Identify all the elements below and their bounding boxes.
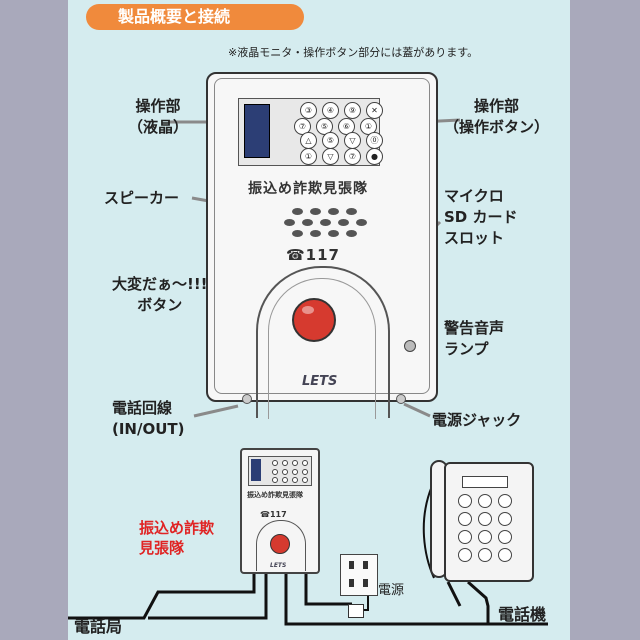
device-key: ③ bbox=[300, 102, 317, 119]
label-panic: 大変だぁ～!!! ボタン bbox=[112, 275, 208, 314]
small-arch bbox=[256, 520, 306, 571]
cable-phone bbox=[284, 574, 548, 626]
label-lcd: 操作部 （液晶） bbox=[128, 97, 189, 136]
cable-exchange-2 bbox=[148, 574, 268, 620]
device-key: ⑦ bbox=[344, 148, 361, 165]
label-phone: 電話機 bbox=[498, 605, 547, 624]
lcd-display bbox=[244, 104, 270, 158]
device-number: ☎117 bbox=[286, 246, 340, 264]
small-lcd bbox=[251, 459, 261, 481]
panel-arch-inner bbox=[268, 278, 376, 419]
cable-phone-2 bbox=[467, 580, 490, 624]
device-key: ① bbox=[300, 148, 317, 165]
ac-adapter bbox=[348, 604, 364, 618]
device-key: ⓪ bbox=[366, 132, 383, 149]
panel-arch bbox=[256, 266, 390, 418]
section-title: 製品概要と接続 bbox=[86, 4, 304, 30]
device-brand: 振込め詐欺見張隊 bbox=[248, 181, 368, 197]
warning-lamp bbox=[404, 340, 416, 352]
product-name-label: 振込め詐欺 見張隊 bbox=[139, 519, 215, 557]
phone-display bbox=[462, 476, 508, 488]
device-key: ① bbox=[360, 118, 377, 135]
label-outlet: 電源 bbox=[378, 583, 405, 598]
cable-power bbox=[304, 574, 352, 606]
device-key: ⑨ bbox=[344, 102, 361, 119]
small-panic-button bbox=[270, 534, 290, 554]
small-brand: 振込め詐欺見張隊 bbox=[247, 491, 303, 499]
small-number: ☎117 bbox=[260, 510, 287, 519]
small-device: 振込め詐欺見張隊 ☎117 LETS bbox=[240, 448, 320, 574]
label-buttons: 操作部 （操作ボタン） bbox=[444, 97, 550, 136]
cable-phone-3 bbox=[446, 581, 462, 607]
device-frame bbox=[214, 78, 430, 394]
device-key: ⑤ bbox=[322, 132, 339, 149]
device-key: ● bbox=[366, 148, 383, 165]
small-logo: LETS bbox=[270, 562, 287, 569]
label-lamp: 警告音声 ランプ bbox=[444, 319, 505, 358]
cable-exchange-1 bbox=[68, 574, 256, 620]
label-line-in: 電話回線 (IN/OUT) bbox=[112, 399, 185, 438]
device-logo: LETS bbox=[302, 374, 338, 389]
telephone bbox=[444, 462, 534, 582]
main-device: ③ ④ ⑨ ✕ ⑦ ⑤ ⑥ ① △ ⑤ ▽ ⓪ ① ▽ ⑦ ● 振込め詐欺見張隊… bbox=[206, 72, 438, 419]
cable-outlet bbox=[362, 594, 369, 611]
panic-button bbox=[292, 298, 336, 342]
label-exchange: 電話局 bbox=[74, 617, 123, 636]
leader-power-jack bbox=[403, 402, 431, 418]
label-sd-slot: マイクロ SD カード スロット bbox=[444, 187, 518, 247]
device-key: ▽ bbox=[344, 132, 361, 149]
lid-note: ※液晶モニタ・操作ボタン部分には蓋があります。 bbox=[228, 46, 479, 59]
device-key: △ bbox=[300, 132, 317, 149]
device-key: ④ bbox=[322, 102, 339, 119]
line-port bbox=[242, 394, 252, 404]
label-speaker: スピーカー bbox=[104, 189, 180, 207]
power-port bbox=[396, 394, 406, 404]
speaker-grille bbox=[284, 208, 374, 252]
power-outlet bbox=[340, 554, 378, 596]
leader-line-in bbox=[193, 404, 239, 418]
label-power-jack: 電源ジャック bbox=[432, 411, 522, 429]
diagram-panel: 製品概要と接続 ※液晶モニタ・操作ボタン部分には蓋があります。 操作部 （液晶）… bbox=[68, 0, 570, 640]
device-key: ✕ bbox=[366, 102, 383, 119]
device-key: ▽ bbox=[322, 148, 339, 165]
